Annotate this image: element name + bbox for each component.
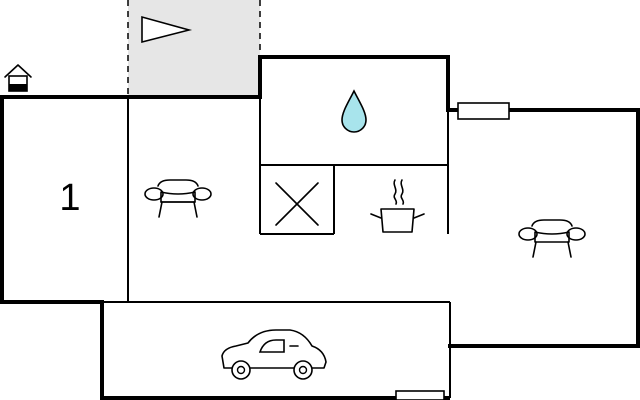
window-icon	[457, 102, 510, 120]
sofa-icon	[144, 179, 212, 218]
closet-x-icon	[275, 182, 319, 226]
house-entrance-icon	[4, 64, 32, 92]
sofa-icon-right	[518, 219, 586, 258]
car-icon	[221, 329, 327, 380]
walls	[0, 55, 640, 400]
entrance-arrow-icon	[141, 15, 193, 44]
terrace	[127, 0, 261, 97]
room-label-1: 1	[59, 177, 80, 219]
bathroom-water-drop-icon	[341, 89, 367, 133]
kitchen-pot-icon	[370, 179, 425, 233]
